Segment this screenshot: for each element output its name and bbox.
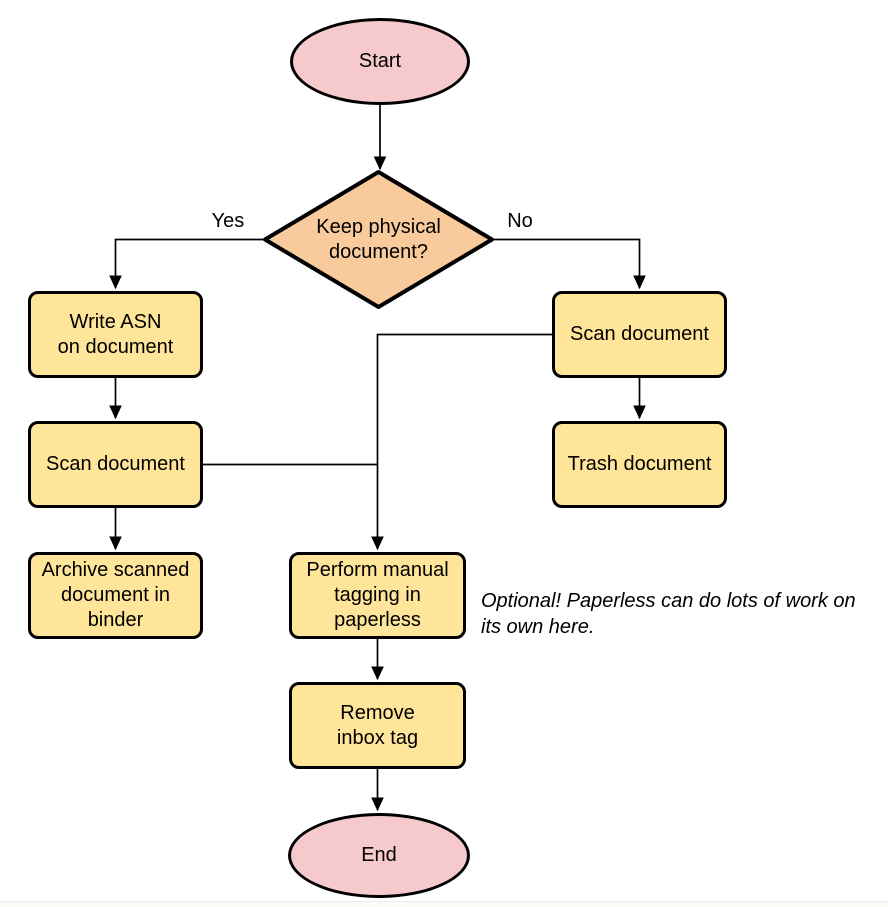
edge-label-no: No xyxy=(507,210,533,232)
node-remove-inbox-tag: Remove inbox tag xyxy=(289,682,466,769)
node-manual-tagging-label: Perform manual tagging in paperless xyxy=(306,559,449,631)
node-archive-document: Archive scanned document in binder xyxy=(28,552,203,639)
node-remove-inbox-tag-label: Remove inbox tag xyxy=(336,701,419,749)
node-start: Start xyxy=(290,18,470,105)
node-archive-document-label: Archive scanned document in binder xyxy=(41,559,190,631)
node-trash-document-label: Trash document xyxy=(567,453,712,475)
node-scan-document-right-label: Scan document xyxy=(570,323,709,345)
node-end: End xyxy=(288,813,470,898)
node-decision-shape xyxy=(263,170,494,309)
annotation-note: Optional! Paperless can do lots of work … xyxy=(481,590,856,638)
edge-scan-right-to-tagging xyxy=(371,333,552,551)
node-write-asn-label: Write ASN on document xyxy=(57,310,174,358)
node-scan-document-left-label: Scan document xyxy=(46,453,185,475)
page-bottom-divider xyxy=(0,901,888,907)
edge-decision-no-to-scan-right xyxy=(492,238,646,290)
node-manual-tagging: Perform manual tagging in paperless xyxy=(289,552,466,639)
node-trash-document: Trash document xyxy=(552,421,727,508)
node-end-label: End xyxy=(361,844,397,866)
node-write-asn: Write ASN on document xyxy=(28,291,203,378)
node-decision-label-box: Keep physical document? xyxy=(288,213,469,266)
node-start-label: Start xyxy=(358,50,402,72)
node-scan-document-right: Scan document xyxy=(552,291,727,378)
edge-decision-yes-to-write-asn xyxy=(109,238,265,290)
edge-label-yes: Yes xyxy=(211,210,245,232)
node-decision-label: Keep physical document? xyxy=(316,215,441,263)
node-scan-document-left: Scan document xyxy=(28,421,203,508)
